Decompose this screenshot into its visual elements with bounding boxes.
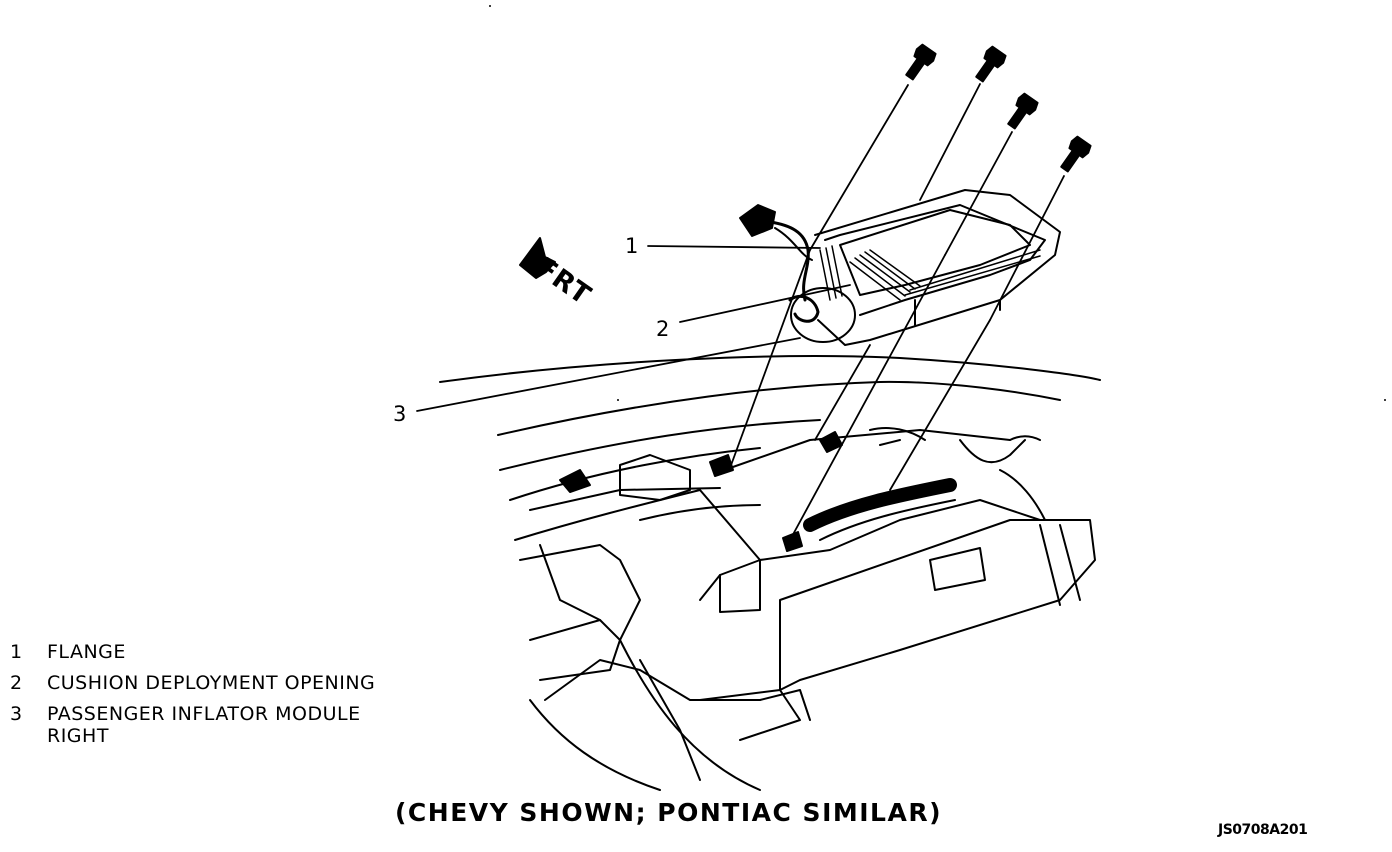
callout-3: 3 [393, 402, 407, 426]
legend-subtext: RIGHT [47, 725, 109, 747]
mounting-bolt-icon [905, 43, 1092, 173]
inflator-module [739, 189, 1061, 346]
legend-number: 3 [10, 703, 23, 725]
legend-text: CUSHION DEPLOYMENT OPENING [47, 672, 376, 694]
legend-text: PASSENGER INFLATOR MODULE [47, 703, 361, 725]
callout-2: 2 [656, 317, 670, 341]
callout-leader-lines [416, 245, 851, 412]
legend-number: 2 [10, 672, 23, 694]
instrument-panel [439, 355, 1101, 791]
figure-caption: (CHEVY SHOWN; PONTIAC SIMILAR) [395, 798, 943, 827]
callout-1: 1 [625, 234, 639, 258]
scan-specks [489, 5, 1386, 401]
bolt-alignment-lines [729, 83, 1065, 541]
legend-number: 1 [10, 641, 23, 663]
legend-text: FLANGE [47, 641, 126, 663]
front-direction-arrow-icon [519, 237, 556, 279]
figure-id: JS0708A201 [1218, 822, 1308, 838]
